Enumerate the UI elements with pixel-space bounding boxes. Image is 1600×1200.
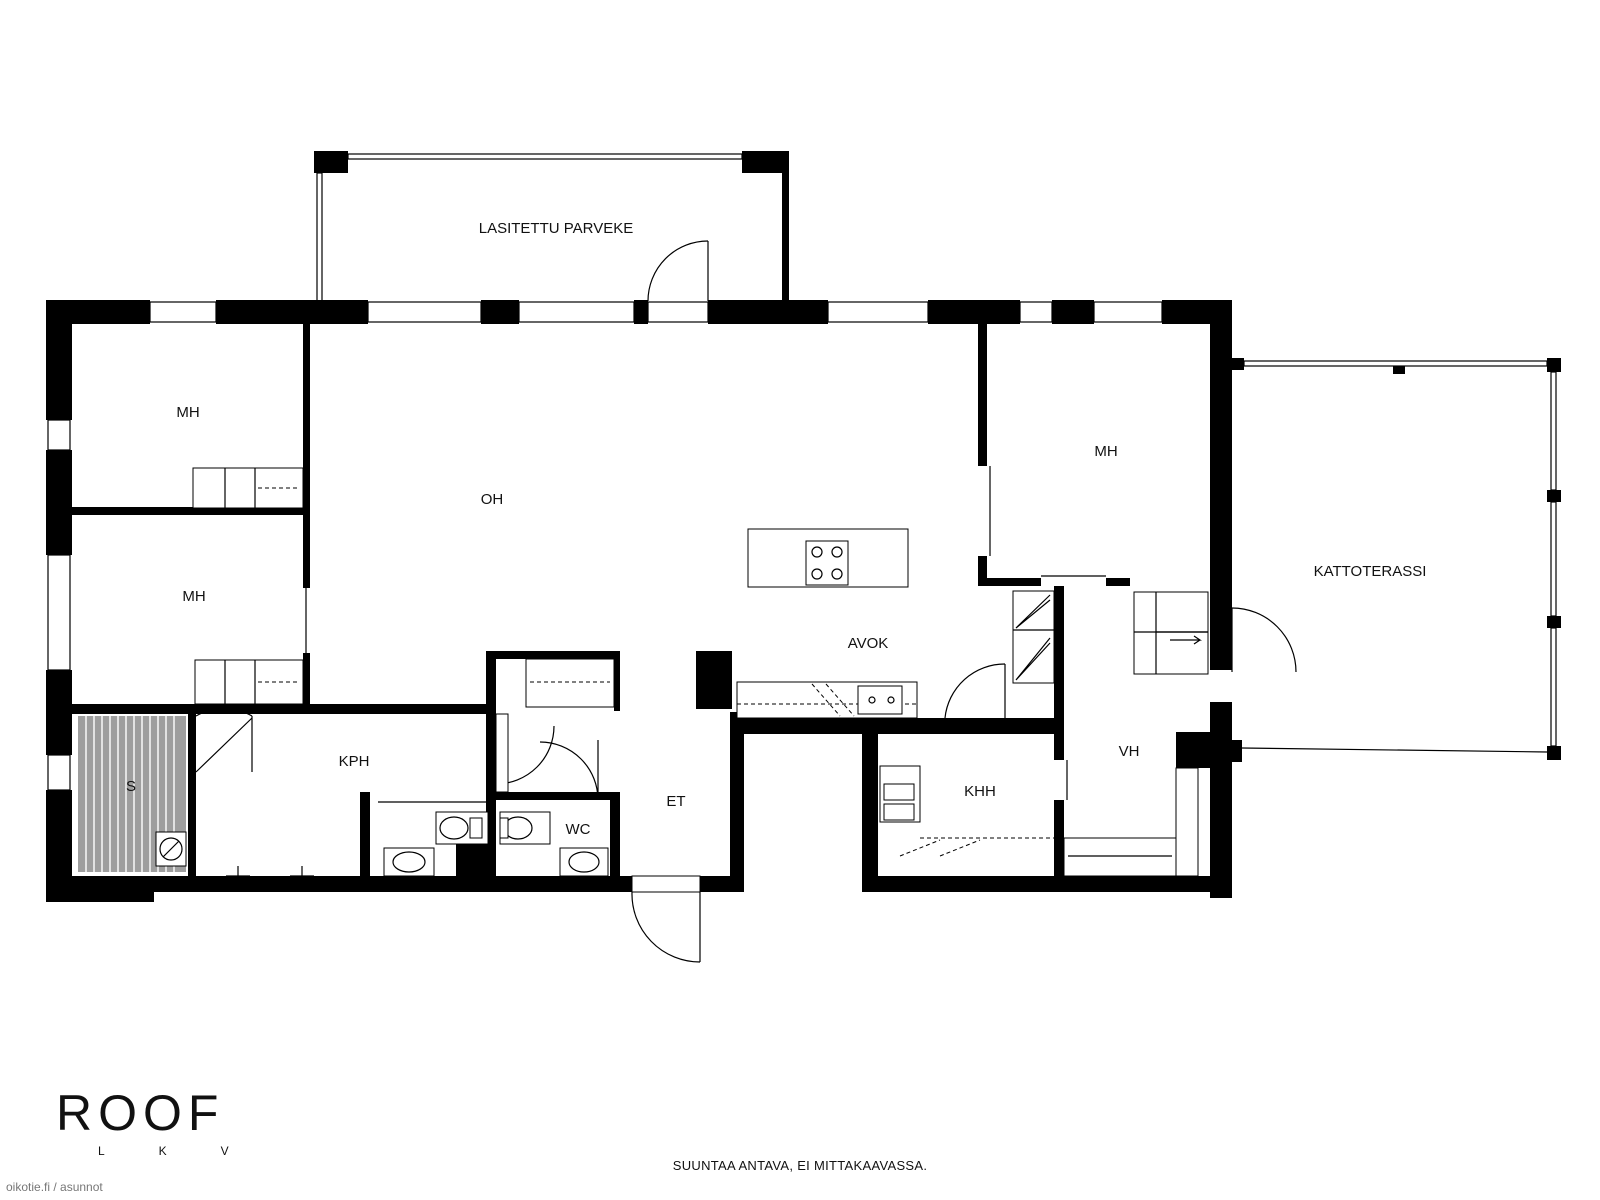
balcony-door (647, 240, 709, 302)
outer-walls (46, 300, 1232, 902)
sliding-doors (305, 330, 1106, 800)
wardrobe-bedroom-1 (192, 467, 304, 509)
room-label-balcony: LASITETTU PARVEKE (479, 220, 634, 237)
sauna-benches (78, 716, 187, 872)
room-label-bedroom-3: MH (1094, 443, 1117, 460)
room-label-bathroom: KPH (339, 753, 370, 770)
door-swings (195, 607, 1297, 963)
entry-bench (525, 658, 615, 708)
stairs (1133, 591, 1209, 675)
agency-logo: ROOF LKV (56, 1088, 286, 1158)
room-label-roof-terrace: KATTOTERASSI (1314, 563, 1427, 580)
roof-terrace-structure (1232, 358, 1561, 762)
room-label-utility: KHH (964, 783, 996, 800)
room-label-bedroom-2: MH (182, 588, 205, 605)
room-label-closet: VH (1119, 743, 1140, 760)
room-label-wc: WC (566, 821, 591, 838)
closet-shelves (1012, 590, 1055, 684)
source-credit: oikotie.fi / asunnot (6, 1180, 103, 1194)
logo-subtitle: LKV (98, 1144, 283, 1158)
logo-wordmark: ROOF (56, 1085, 225, 1141)
room-label-bedroom-1: MH (176, 404, 199, 421)
wc-fixtures (495, 713, 609, 877)
kitchen-counter (736, 681, 918, 719)
kitchen-island (747, 528, 909, 588)
scale-disclaimer: SUUNTAA ANTAVA, EI MITTAKAAVASSA. (672, 1158, 928, 1173)
room-label-sauna: S (126, 778, 136, 795)
balcony-structure (314, 151, 789, 302)
interior-walls (72, 324, 1210, 892)
utility-fixtures (879, 765, 1199, 877)
bathroom-fixtures (226, 801, 489, 877)
windows (47, 301, 1163, 791)
room-labels: LASITETTU PARVEKE MH MH MH OH AVOK KATTO… (126, 220, 1426, 838)
wardrobe-bedroom-2 (194, 659, 304, 705)
room-label-entrance: ET (666, 793, 685, 810)
room-label-kitchen: AVOK (848, 635, 889, 652)
room-label-living: OH (481, 491, 504, 508)
